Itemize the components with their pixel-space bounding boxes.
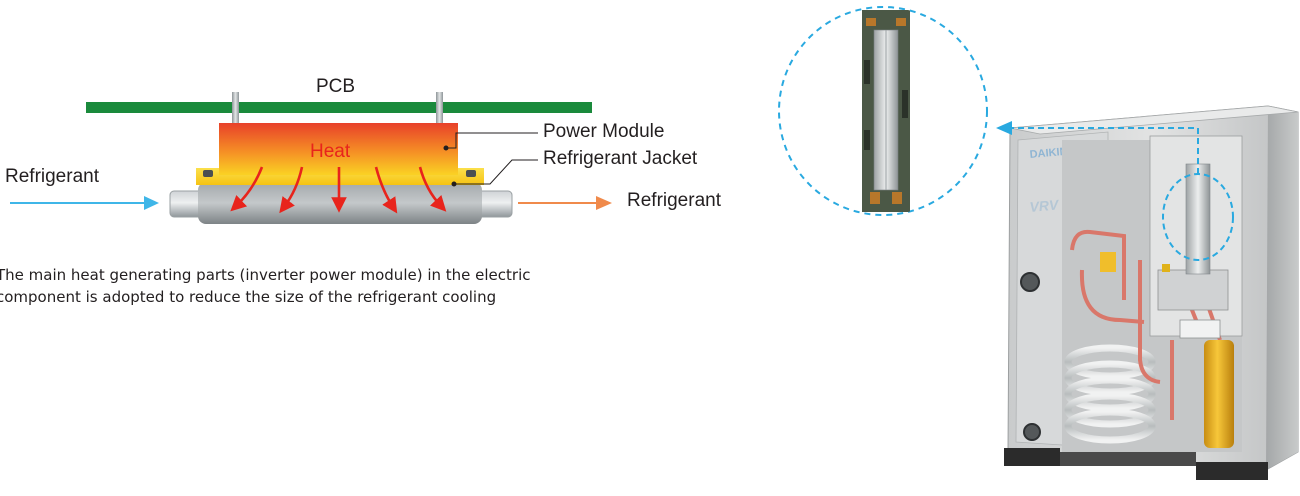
yellow-valve	[1100, 252, 1116, 272]
bolt-right	[466, 170, 476, 177]
unit-heatsink	[1186, 164, 1210, 274]
refrigerant-jacket-label: Refrigerant Jacket	[543, 148, 697, 170]
refrigerant-in-label: Refrigerant	[5, 166, 99, 188]
unit-port-top	[1021, 273, 1039, 291]
unit-port-bottom	[1024, 424, 1040, 440]
unit-foot-left	[1004, 448, 1060, 466]
refrigerant-out-label: Refrigerant	[627, 190, 721, 212]
pcb-post-right	[436, 92, 443, 124]
pcb-board	[86, 102, 592, 113]
pcb-post-left	[232, 92, 239, 124]
unit-foot-right	[1196, 462, 1268, 480]
bolt-left	[203, 170, 213, 177]
unit-side-panel	[1266, 106, 1298, 470]
description-line-1: The main heat generating parts (inverter…	[0, 264, 716, 286]
accumulator-tank	[1204, 340, 1234, 448]
description-text: The main heat generating parts (inverter…	[0, 264, 716, 308]
power-module-label: Power Module	[543, 121, 664, 143]
model-logo: VRV	[1029, 196, 1061, 215]
description-line-2: component is adopted to reduce the size …	[0, 286, 716, 308]
refrigerant-out-arrow	[518, 196, 612, 210]
zoomed-power-module	[862, 10, 910, 212]
pipe-right-end	[478, 191, 512, 217]
pipe-left-end	[170, 191, 202, 217]
heat-label: Heat	[310, 141, 350, 163]
outdoor-unit-illustration: DAIKIN VRV	[770, 0, 1300, 496]
zoom-arrowhead	[996, 121, 1012, 135]
pcb-label: PCB	[316, 76, 355, 98]
refrigerant-in-arrow	[10, 196, 159, 210]
